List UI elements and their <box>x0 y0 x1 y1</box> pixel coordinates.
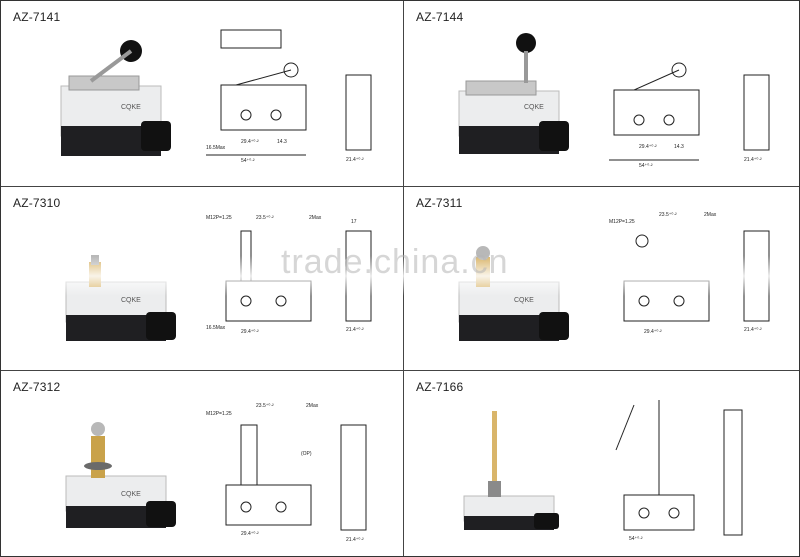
svg-text:16.5Max: 16.5Max <box>206 145 226 151</box>
svg-text:CQKE: CQKE <box>121 104 141 111</box>
technical-drawing: M12P=1.25 23.5⁺⁰·² 2Max (OP) 29.4⁺⁰·² 21… <box>206 403 367 543</box>
svg-text:M12P=1.25: M12P=1.25 <box>609 219 635 225</box>
svg-text:16.5Max: 16.5Max <box>206 325 226 331</box>
model-label: AZ-7166 <box>416 380 464 394</box>
svg-text:23.5⁺⁰·²: 23.5⁺⁰·² <box>659 212 677 218</box>
model-label: AZ-7310 <box>13 196 61 210</box>
model-label: AZ-7312 <box>13 380 61 394</box>
product-cell-az7166: AZ-7166 54⁺⁰·² <box>404 371 800 554</box>
svg-text:54⁺⁰·²: 54⁺⁰·² <box>241 158 255 164</box>
model-label: AZ-7141 <box>13 10 61 24</box>
switch-photo-spring-rod <box>463 411 559 530</box>
svg-text:(OP): (OP) <box>301 451 312 457</box>
switch-photo-roller-lever-long: CQKE <box>458 33 569 154</box>
svg-text:CQKE: CQKE <box>524 104 544 111</box>
svg-text:17: 17 <box>351 219 357 225</box>
watermark-text: trade.china.cn <box>281 243 509 281</box>
svg-text:CQKE: CQKE <box>514 297 534 304</box>
svg-text:23.5⁺⁰·²: 23.5⁺⁰·² <box>256 215 274 221</box>
technical-drawing: 54⁺⁰·² 29.4⁺⁰·² 14.3 21.4⁺⁰·² <box>609 62 770 169</box>
svg-text:14.3: 14.3 <box>674 144 684 150</box>
model-label: AZ-7311 <box>416 196 463 210</box>
svg-text:2Max: 2Max <box>306 403 319 409</box>
svg-text:2Max: 2Max <box>309 215 322 221</box>
svg-text:21.4⁺⁰·²: 21.4⁺⁰·² <box>346 537 364 543</box>
svg-text:21.4⁺⁰·²: 21.4⁺⁰·² <box>346 327 364 333</box>
svg-text:21.4⁺⁰·²: 21.4⁺⁰·² <box>346 157 364 163</box>
svg-text:29.4⁺⁰·²: 29.4⁺⁰·² <box>241 531 259 537</box>
svg-text:M12P=1.25: M12P=1.25 <box>206 215 232 221</box>
svg-text:21.4⁺⁰·²: 21.4⁺⁰·² <box>744 327 762 333</box>
svg-text:29.4⁺⁰·²: 29.4⁺⁰·² <box>241 139 259 145</box>
svg-text:54⁺⁰·²: 54⁺⁰·² <box>629 536 643 542</box>
svg-text:29.4⁺⁰·²: 29.4⁺⁰·² <box>644 329 662 335</box>
switch-photo-roller-lever: CQKE <box>60 40 171 156</box>
svg-text:29.4⁺⁰·²: 29.4⁺⁰·² <box>639 144 657 150</box>
technical-drawing: 54⁺⁰·² <box>615 400 743 542</box>
model-label: AZ-7144 <box>416 10 464 24</box>
product-cell-az7141: AZ-7141 CQKE 54⁺⁰·² 29.4⁺⁰·² <box>1 1 401 184</box>
svg-text:2Max: 2Max <box>704 212 717 218</box>
grid-divider-row1 <box>1 186 799 187</box>
svg-text:21.4⁺⁰·²: 21.4⁺⁰·² <box>744 157 762 163</box>
svg-text:CQKE: CQKE <box>121 491 141 498</box>
product-cell-az7144: AZ-7144 CQKE 54⁺⁰·² 29.4⁺⁰·² 14.3 <box>404 1 800 184</box>
svg-text:M12P=1.25: M12P=1.25 <box>206 411 232 417</box>
svg-text:23.5⁺⁰·²: 23.5⁺⁰·² <box>256 403 274 409</box>
grid-divider-row2 <box>1 370 799 371</box>
svg-text:54⁺⁰·²: 54⁺⁰·² <box>639 163 653 169</box>
technical-drawing: 54⁺⁰·² 29.4⁺⁰·² 14.3 16.5Max 21.4⁺⁰·² <box>206 29 372 164</box>
switch-photo-panel-roller-plunger: CQKE <box>65 422 176 528</box>
svg-text:CQKE: CQKE <box>121 297 141 304</box>
watermark-band <box>1 256 799 296</box>
svg-text:29.4⁺⁰·²: 29.4⁺⁰·² <box>241 329 259 335</box>
product-cell-az7312: AZ-7312 CQKE M12P=1.25 23.5⁺⁰·² 2Max (OP… <box>1 371 401 554</box>
svg-text:14.3: 14.3 <box>277 139 287 145</box>
